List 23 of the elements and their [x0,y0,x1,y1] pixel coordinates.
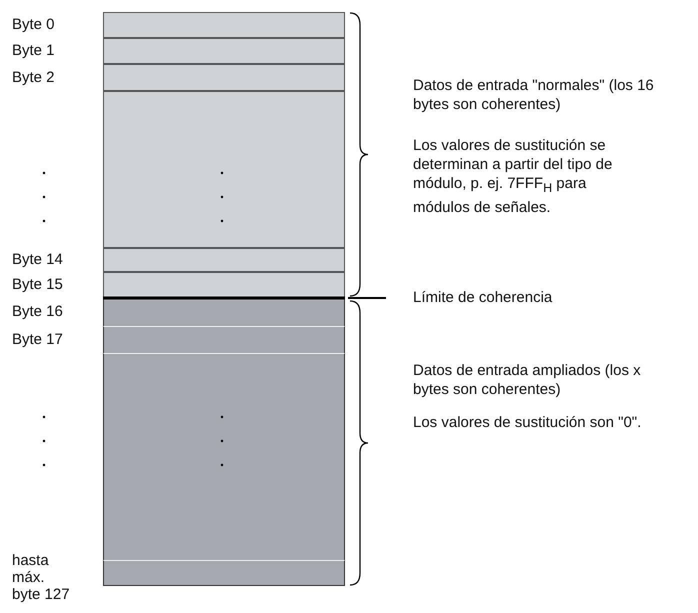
byte-label: Byte 17 [12,330,64,348]
byte-label: Byte 15 [12,276,64,294]
substitution-note: Los valores de sustitución son "0". [413,413,642,432]
byte-cell [103,38,345,64]
extended-data-note: Datos de entrada ampliados (los x bytes son coherentes) [413,361,642,399]
byte-cell [103,64,345,91]
byte-label: Byte 1 [12,42,56,60]
substitution-note: Los valores de sustitución se determinan a partir del tipo de módulo, p. ej. 7FFF$_{H}$ para módulos de señales. [413,136,614,217]
byte-cell [103,91,345,248]
byte-label: hasta máx. byte 127 [12,552,70,603]
byte-cell [103,560,345,586]
byte-label: Byte 2 [12,68,56,86]
byte-cell [103,326,345,353]
byte-label: Byte 0 [12,16,56,34]
byte-label: Byte 14 [12,251,64,269]
byte-cell [103,12,345,38]
byte-cell [103,298,345,326]
byte-cell [103,248,345,272]
normal-data-note: Datos de entrada "normales" (los 16 bytes son coherentes) [413,76,655,114]
byte-cell [103,272,345,298]
boundary-label: Límite de coherencia [413,288,554,307]
byte-cell [103,353,345,560]
byte-label: Byte 16 [12,303,64,321]
